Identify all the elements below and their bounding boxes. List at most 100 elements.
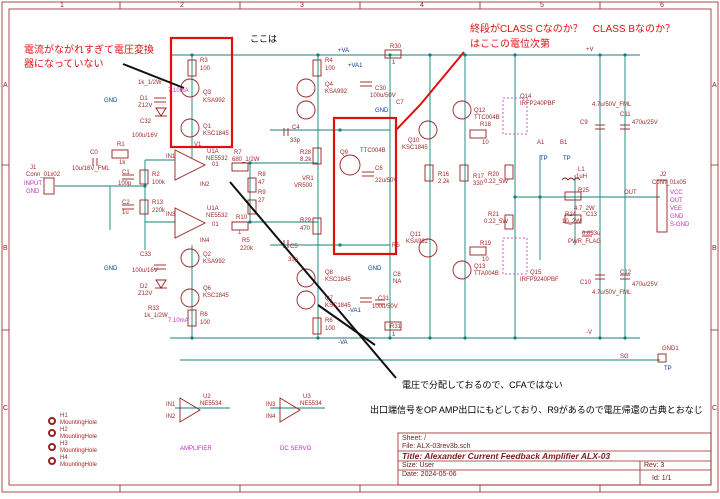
label-current-top: 7.10mA	[168, 88, 189, 94]
label-input: INPUT	[24, 181, 42, 187]
label-q13-value: TTA004B	[474, 271, 499, 277]
label-u3-in4: IN4	[266, 414, 276, 420]
label-q15: Q15	[530, 270, 542, 276]
label-r13-value: 220k	[152, 208, 166, 214]
label-h4-value: MountingHole	[60, 462, 98, 468]
label-out-net: OUT	[624, 190, 637, 196]
label-d2-value: Z12V	[138, 291, 153, 297]
title-block	[397, 432, 712, 486]
label-q3-value: KSA992	[203, 98, 226, 104]
label-c32: C32	[140, 119, 152, 125]
frame-row-a-right: A	[712, 82, 717, 89]
frame-row-a: A	[3, 82, 8, 89]
label-c31: C31	[378, 296, 390, 302]
label-r13: R13	[152, 200, 164, 206]
label-u1b: U1A	[207, 206, 219, 212]
label-r25-value: 4.7_2W	[574, 206, 595, 212]
label-h4: H4	[60, 455, 68, 461]
label-minus-v: -V	[586, 330, 592, 336]
label-c8: C8	[393, 272, 401, 278]
label-r21-value: 0.22_5W	[484, 219, 509, 225]
annotation-class-question-line1: 終段がCLASS Cなのか？ CLASS Bなのか？	[470, 24, 676, 35]
label-sg: SG	[620, 354, 629, 360]
label-r19: R19	[480, 241, 492, 247]
label-j2: J2	[660, 172, 667, 178]
frame-col-1: 1	[60, 2, 64, 9]
label-r4-value: 100	[325, 66, 336, 72]
label-tp-a1: TP	[540, 156, 548, 162]
label-c30-value: 100u/50V	[370, 93, 396, 99]
label-q12: Q12	[474, 108, 486, 114]
label-gnd-bottom-left: GND	[104, 266, 118, 272]
label-q13: Q13	[474, 264, 486, 270]
title-block-sheet: Sheet: /	[402, 435, 427, 442]
frame-row-c: C	[3, 405, 9, 412]
label-q8: Q8	[325, 270, 334, 276]
annotation-class-question-line2: はここの電位次第	[470, 39, 550, 50]
label-u2-in2: IN2	[166, 414, 176, 420]
label-c12: C12	[620, 270, 632, 276]
label-in3: IN3	[166, 212, 176, 218]
mounting-holes	[48, 417, 56, 465]
label-q2: Q2	[203, 252, 212, 258]
label-q1: Q1	[203, 124, 212, 130]
label-current-bottom: 7.10mA	[168, 318, 189, 324]
frame-col-4: 4	[420, 2, 424, 9]
label-c33-value: 100u/16V	[132, 268, 158, 274]
frame-row-c-right: C	[712, 405, 718, 412]
label-r6b: R6	[325, 318, 333, 324]
label-r32: 1k_1/2W	[138, 80, 162, 86]
label-c10-value: 4.7u/50V_FML	[592, 290, 632, 296]
label-q15-value: IRFP9240PBF	[520, 277, 559, 283]
label-q6-value: KSC1845	[203, 293, 229, 299]
label-j1-value: Conn_01x02	[26, 172, 61, 178]
label-c13: C13	[586, 212, 598, 218]
label-r18: R18	[480, 122, 492, 128]
label-r3-value: 100	[200, 66, 211, 72]
label-c30: C30	[375, 86, 387, 92]
label-q11-value: KSA992	[406, 239, 429, 245]
label-q3: Q3	[203, 90, 212, 96]
label-c9: C9	[580, 120, 588, 126]
label-u1a-value: NE5532	[206, 156, 228, 162]
label-c1: C1	[122, 170, 130, 176]
label-r8: R8	[258, 172, 266, 178]
label-r1: R1	[117, 142, 125, 148]
label-c11-value: 470u/25V	[632, 120, 658, 126]
label-v1: V1	[194, 142, 202, 148]
label-amplifier: AMPLIFIER	[180, 446, 212, 452]
label-plus-v: +V	[586, 47, 594, 53]
label-plus-va: +VA	[338, 48, 350, 54]
label-plus-va1: +VA1	[348, 63, 363, 69]
label-r16-value: 2.2k	[438, 179, 450, 185]
label-r10-value: 1	[238, 230, 242, 236]
junctions	[143, 53, 627, 340]
label-h3-value: MountingHole	[60, 448, 98, 454]
label-r29: R29	[300, 218, 312, 224]
label-d2: D2	[140, 284, 148, 290]
label-in1: IN1	[166, 154, 176, 160]
label-q4-value: KSA992	[325, 89, 348, 95]
label-u2-value: NE5534	[200, 401, 222, 407]
label-j2-pin-2: OUT	[670, 198, 683, 204]
label-gnd-input: GND	[104, 98, 118, 104]
annotation-here: ここは	[250, 34, 278, 44]
label-c0-value: 10u/16V_FML	[72, 166, 110, 172]
annotation-not-cfa: 電圧で分配しておるので、CFAではない	[402, 380, 563, 390]
label-b1: B1	[560, 140, 568, 146]
label-r2: R2	[152, 172, 160, 178]
label-q10: Q10	[408, 138, 420, 144]
label-r20: R20	[488, 172, 500, 178]
frame-col-6: 6	[660, 2, 664, 9]
label-r7: R7	[234, 150, 242, 156]
title-block-id: Id: 1/1	[652, 475, 672, 482]
label-c1-value: 100p	[118, 181, 132, 187]
label-c6: C6	[375, 166, 383, 172]
label-q8-value: KSC1845	[325, 277, 351, 283]
label-o2: 01	[212, 222, 219, 228]
label-j2-pin-3: VEE	[670, 206, 683, 212]
label-r33-value: 1k_1/2W	[144, 313, 168, 319]
label-c12-value: 470u/25V	[632, 282, 658, 288]
frame-col-5: 5	[540, 2, 544, 9]
